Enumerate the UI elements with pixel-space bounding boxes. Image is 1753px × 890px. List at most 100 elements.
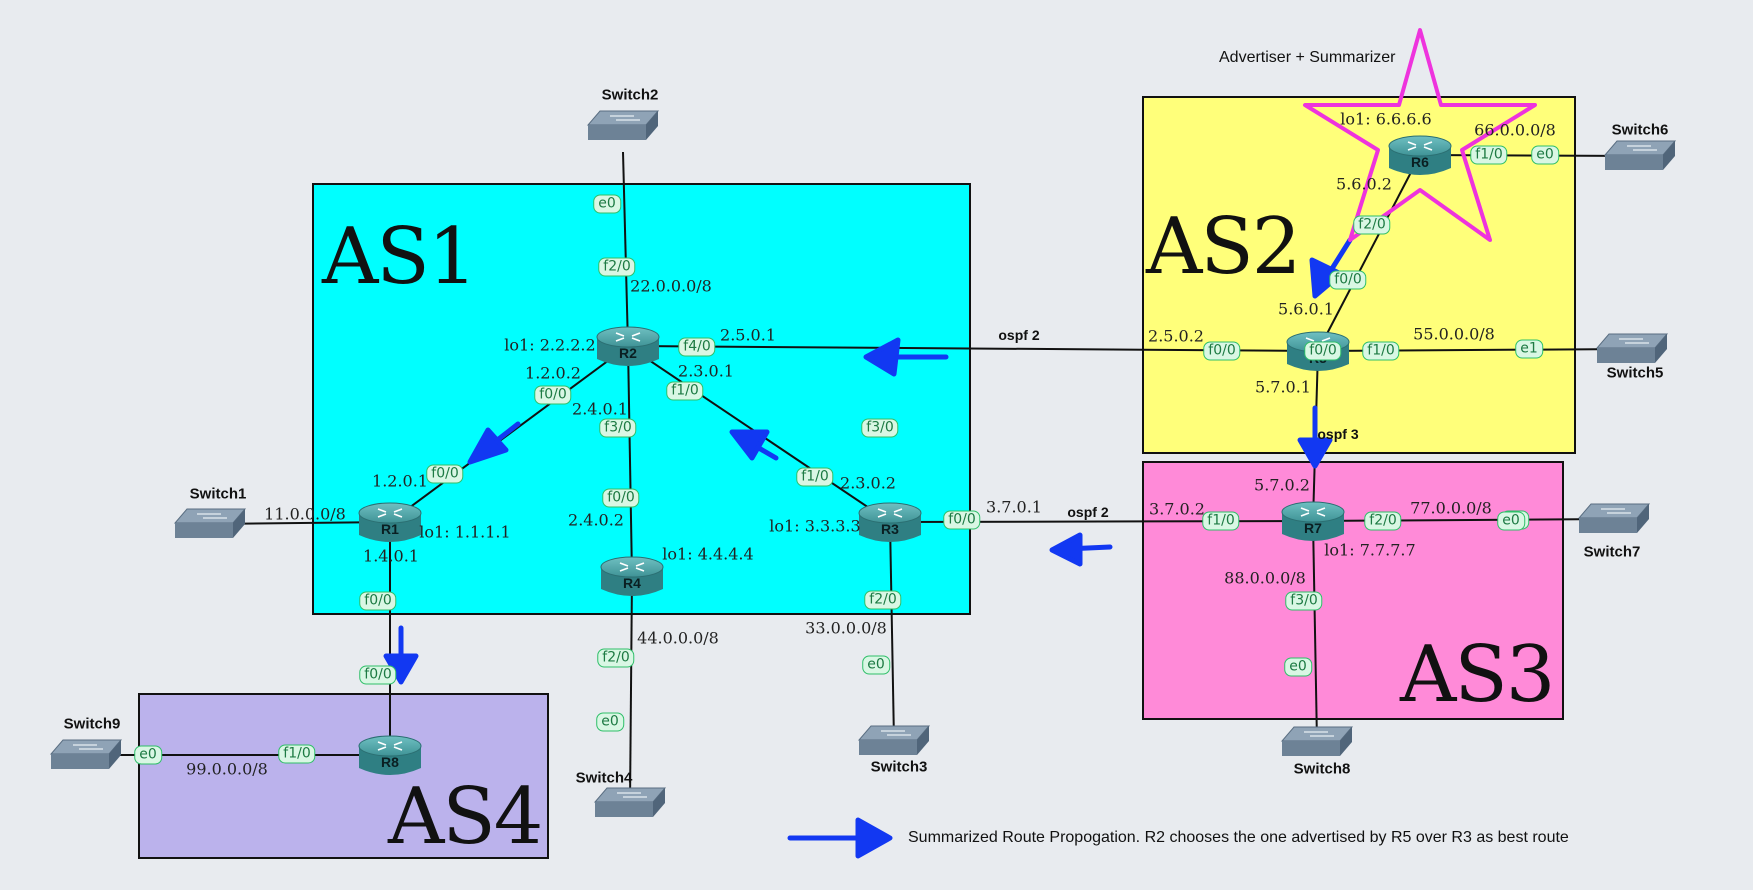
switch-icon	[173, 508, 247, 538]
iface-label: f0/0	[534, 385, 572, 405]
iface-label: e1	[1515, 339, 1543, 359]
iface-label: f0/0	[602, 488, 640, 508]
switch-icon	[857, 725, 931, 755]
address-label: 33.0.0.0/8	[805, 618, 887, 638]
iface-label: f1/0	[666, 381, 704, 401]
as2-title: AS2	[1146, 202, 1301, 292]
switch-9-name: Switch9	[63, 715, 121, 733]
arrow-icon	[467, 421, 521, 465]
as3-title: AS3	[1400, 630, 1555, 720]
address-label: 99.0.0.0/8	[186, 759, 268, 779]
legend-text: Summarized Route Propogation. R2 chooses…	[908, 829, 1569, 846]
star-icon	[1303, 28, 1537, 242]
router-name: R6	[1411, 154, 1429, 170]
arrow-icon	[1309, 237, 1353, 299]
arrows	[383, 237, 1353, 859]
router-r3[interactable]: R3	[857, 499, 923, 545]
switch-icon	[1577, 503, 1651, 533]
address-label: 3.7.0.2	[1149, 499, 1205, 519]
switch-6[interactable]	[1603, 139, 1677, 173]
iface-label: f1/0	[796, 467, 834, 487]
iface-label: f2/0	[1353, 215, 1391, 235]
switch-icon	[1595, 333, 1669, 363]
iface-label: e0	[134, 745, 162, 765]
arrow-icon	[729, 429, 779, 461]
iface-label: f2/0	[1364, 511, 1402, 531]
loopback-r7: lo1: 7.7.7.7	[1324, 540, 1416, 560]
address-label: 11.0.0.0/8	[264, 504, 346, 524]
router-icon	[596, 326, 660, 366]
loopback-r1: lo1: 1.1.1.1	[419, 522, 511, 542]
switch-9[interactable]	[49, 738, 123, 772]
switch-icon	[593, 787, 667, 817]
iface-label: e0	[593, 194, 621, 214]
link-lines	[112, 151, 1641, 804]
iface-label: e0	[1531, 145, 1559, 165]
iface-label: f0/0	[1203, 341, 1241, 361]
arrow-icon	[1297, 405, 1333, 469]
address-label: 88.0.0.0/8	[1224, 568, 1306, 588]
address-label: 5.6.0.1	[1278, 299, 1334, 319]
switch-icon	[49, 739, 123, 769]
iface-label: f2/0	[598, 257, 636, 277]
switch-1[interactable]	[173, 507, 247, 541]
switch-1-name: Switch1	[189, 485, 247, 503]
address-label: 2.3.0.1	[678, 361, 734, 381]
switch-3-name: Switch3	[870, 758, 928, 776]
iface-label: f4/0	[678, 337, 716, 357]
switch-8-name: Switch8	[1293, 760, 1351, 778]
router-r7[interactable]: R7	[1280, 498, 1346, 544]
switch-2[interactable]	[586, 109, 660, 143]
iface-label: f1/0	[1362, 341, 1400, 361]
iface-label: f3/0	[1285, 591, 1323, 611]
switch-5[interactable]	[1595, 332, 1669, 366]
switch-6-name: Switch6	[1611, 121, 1669, 139]
as1-title: AS1	[322, 212, 477, 302]
as1-box	[312, 183, 971, 615]
address-label: 2.5.0.2	[1148, 326, 1204, 346]
router-icon	[1281, 501, 1345, 541]
router-r4[interactable]: R4	[599, 553, 665, 599]
router-icon	[358, 735, 422, 775]
router-icon	[358, 502, 422, 542]
router-icon	[858, 502, 922, 542]
address-label: 5.7.0.1	[1255, 377, 1311, 397]
router-name: R2	[619, 345, 637, 361]
link-label-r3-r7: ospf 2	[1067, 504, 1109, 520]
switch-7[interactable]	[1577, 502, 1651, 536]
link-label-r5-r7: ospf 3	[1317, 426, 1359, 442]
advertiser-annotation: Advertiser + Summarizer	[1219, 49, 1396, 66]
iface-label: f2/0	[864, 590, 902, 610]
switch-5-name: Switch5	[1606, 364, 1664, 382]
iface-label: f0/0	[943, 510, 981, 530]
iface-label: f0/0	[426, 464, 464, 484]
router-r6[interactable]: R6	[1387, 132, 1453, 178]
iface-label: e0	[1497, 511, 1525, 531]
link-label-r2-r5: ospf 2	[998, 327, 1040, 343]
router-r8[interactable]: R8	[357, 732, 423, 778]
address-label: 44.0.0.0/8	[637, 628, 719, 648]
address-label: 2.5.0.1	[720, 325, 776, 345]
arrow-icon	[863, 337, 949, 377]
switch-icon	[1603, 140, 1677, 170]
router-r1[interactable]: R1	[357, 499, 423, 545]
iface-label: e0	[862, 655, 890, 675]
loopback-r3: lo1: 3.3.3.3	[769, 516, 861, 536]
address-label: 2.3.0.2	[840, 473, 896, 493]
iface-label: f3/0	[599, 418, 637, 438]
switch-icon	[586, 110, 660, 140]
iface-label: f1/0	[1202, 511, 1240, 531]
router-name: R7	[1304, 520, 1322, 536]
switch-3[interactable]	[857, 724, 931, 758]
as4-box	[138, 693, 549, 859]
router-name: R8	[381, 754, 399, 770]
switch-8[interactable]	[1280, 725, 1354, 759]
arrow-icon	[787, 817, 893, 859]
router-r2[interactable]: R2	[595, 323, 661, 369]
address-label: 5.6.0.2	[1336, 174, 1392, 194]
router-name: R4	[623, 575, 641, 591]
loopback-r2: lo1: 2.2.2.2	[504, 335, 596, 355]
switch-4[interactable]	[593, 786, 667, 820]
address-label: 2.4.0.1	[572, 399, 628, 419]
